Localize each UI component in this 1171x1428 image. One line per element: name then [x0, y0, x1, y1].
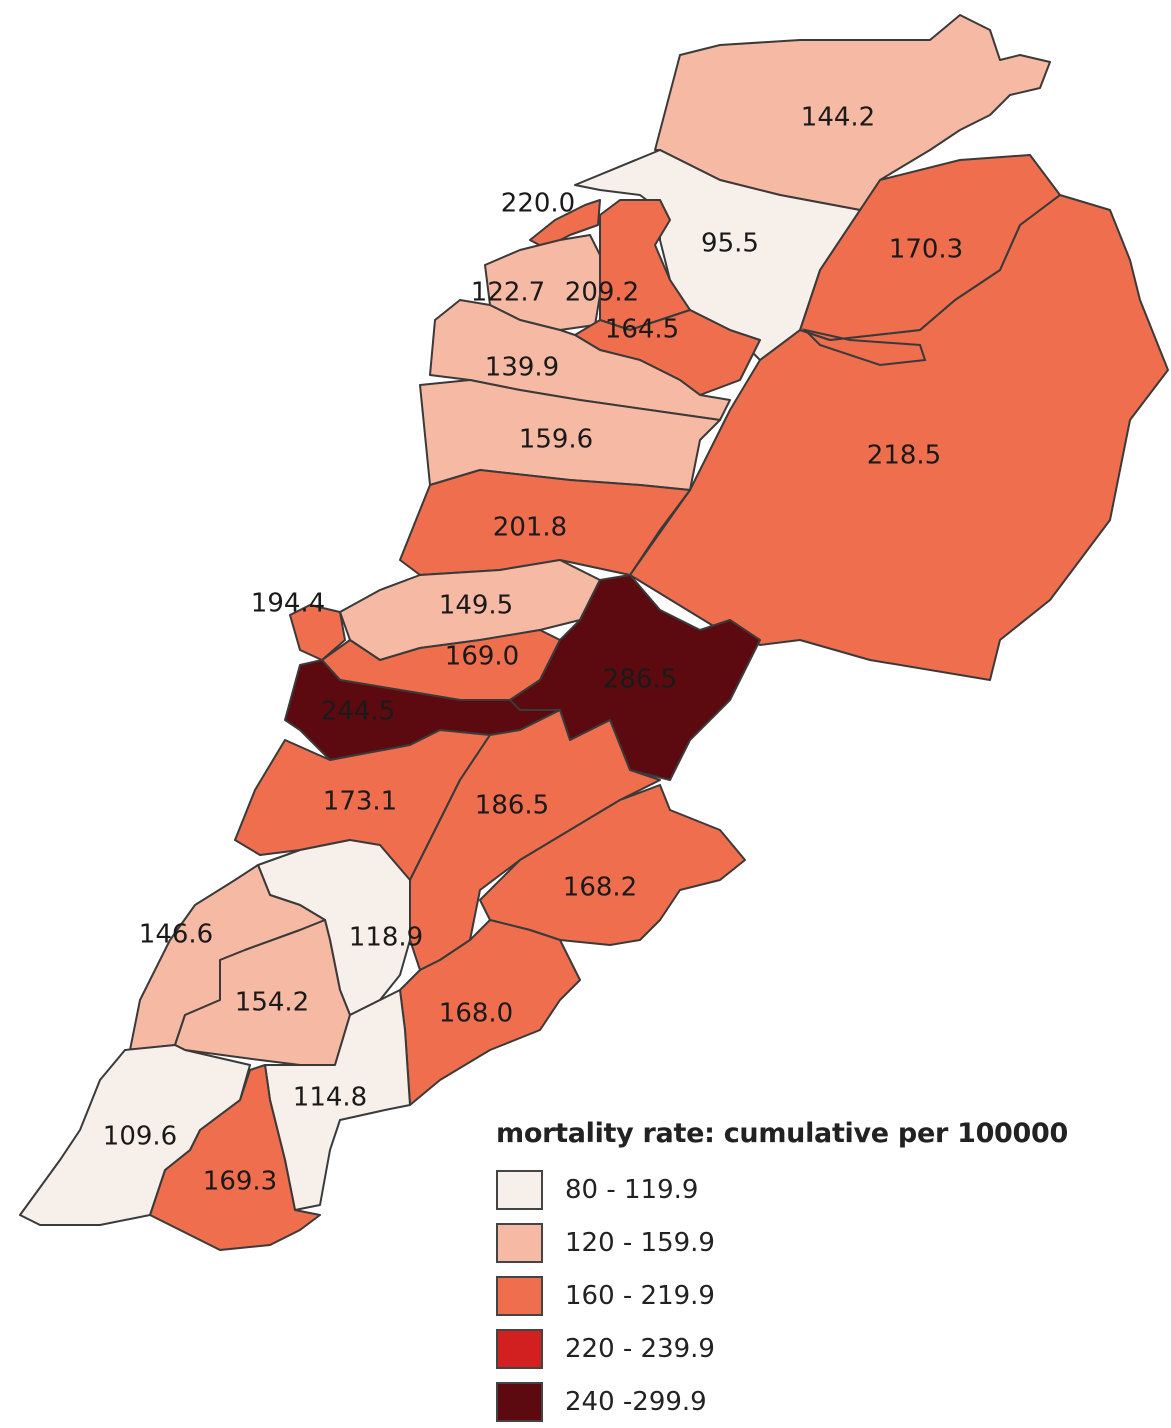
legend-label: 160 - 219.9: [565, 1280, 715, 1311]
region-label-baabda: 169.0: [445, 642, 519, 672]
region-label-beirut: 194.4: [251, 589, 325, 619]
region-north-central: [599, 199, 691, 331]
region-label-tyre: 109.6: [103, 1122, 177, 1152]
legend: mortality rate: cumulative per 100000 80…: [496, 1118, 1096, 1428]
region-label-bint-jbeil: 169.3: [203, 1167, 277, 1197]
legend-label: 80 - 119.9: [565, 1174, 699, 1205]
region-beirut: [289, 604, 346, 661]
legend-swatch: [496, 1275, 543, 1316]
legend-label: 240 -299.9: [565, 1386, 707, 1417]
legend-title: mortality rate: cumulative per 100000: [496, 1118, 1068, 1149]
region-label-sidon: 146.6: [139, 920, 213, 950]
region-label-bsharri: 164.5: [605, 315, 679, 345]
region-label-batroun: 139.9: [485, 353, 559, 383]
region-marjeyoun: [264, 989, 411, 1211]
legend-row: 120 - 159.9: [496, 1216, 1096, 1269]
region-label-keserwan: 201.8: [493, 513, 567, 543]
region-label-jezzine: 118.9: [349, 923, 423, 953]
region-keserwan: [399, 469, 691, 576]
region-label-aley: 244.5: [321, 697, 395, 727]
legend-row: 160 - 219.9: [496, 1269, 1096, 1322]
region-label-hermel: 170.3: [889, 235, 963, 265]
region-label-minieh-dennieh: 95.5: [701, 229, 759, 259]
legend-row: 220 - 239.9: [496, 1322, 1096, 1375]
legend-label: 220 - 239.9: [565, 1333, 715, 1364]
legend-swatch: [496, 1169, 543, 1210]
region-label-zgharta: 122.7: [471, 278, 545, 308]
region-label-marjeyoun: 114.8: [293, 1083, 367, 1113]
legend-label: 120 - 159.9: [565, 1227, 715, 1258]
legend-swatch: [496, 1222, 543, 1263]
region-label-akkar: 144.2: [801, 103, 875, 133]
region-label-rachaya: 168.2: [563, 873, 637, 903]
region-label-zahle: 286.5: [603, 665, 677, 695]
legend-swatch: [496, 1328, 543, 1369]
legend-row: 240 -299.9: [496, 1375, 1096, 1428]
region-label-hasbaya: 168.0: [439, 999, 513, 1029]
region-label-north-central: 209.2: [565, 278, 639, 308]
region-label-tripoli: 220.0: [501, 189, 575, 219]
region-labels: 144.2 220.0 95.5 170.3 122.7 209.2 164.5 139.9 2…: [103, 103, 963, 1197]
region-label-metn: 149.5: [439, 591, 513, 621]
legend-row: 80 - 119.9: [496, 1163, 1096, 1216]
region-label-byblos: 159.6: [519, 425, 593, 455]
enclave-border: [801, 328, 927, 367]
legend-swatch: [496, 1381, 543, 1422]
region-label-chouf: 173.1: [323, 787, 397, 817]
region-label-nabatieh: 154.2: [235, 988, 309, 1018]
region-label-baalbek: 218.5: [867, 441, 941, 471]
region-tyre: [19, 1044, 251, 1226]
region-label-west-bekaa: 186.5: [475, 791, 549, 821]
